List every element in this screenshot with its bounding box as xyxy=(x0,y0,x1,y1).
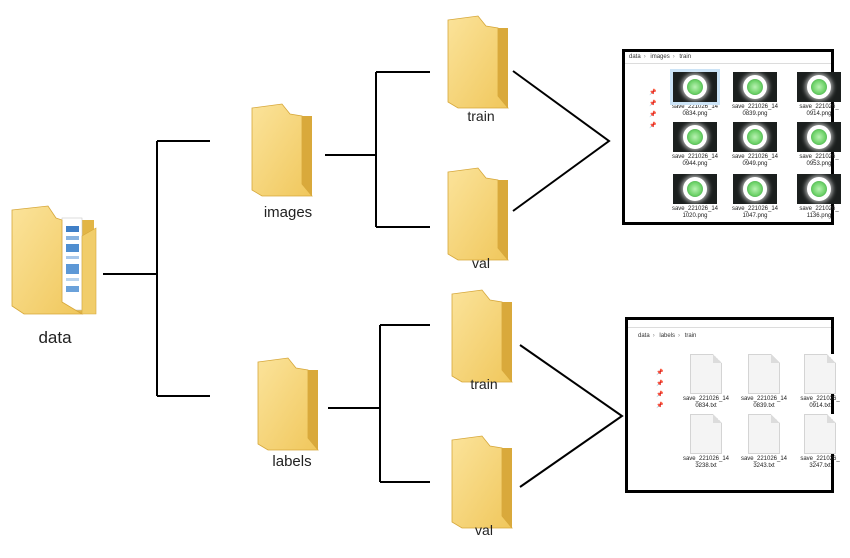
pin-icon[interactable]: 📌 xyxy=(656,392,664,398)
folder-icon-images-val xyxy=(447,167,509,261)
file-item[interactable]: save_221026_14 3238.txt xyxy=(676,414,736,470)
breadcrumb: data› labels› train xyxy=(638,333,697,339)
pin-icon[interactable]: 📌 xyxy=(649,123,657,129)
text-file-icon xyxy=(804,354,836,394)
breadcrumb: data› images› train xyxy=(629,54,692,60)
pin-icon[interactable]: 📌 xyxy=(649,90,657,96)
image-thumbnail xyxy=(797,174,841,204)
image-thumbnail xyxy=(733,72,777,102)
image-thumbnail xyxy=(670,69,720,105)
folder-icon-images-train xyxy=(447,15,509,109)
labels-train-window: data› labels› train 📌 📌 📌 📌 save_221026_… xyxy=(625,317,840,493)
folder-icon-labels-train xyxy=(451,289,513,383)
folder-icon-images xyxy=(251,103,313,197)
breadcrumb-item[interactable]: images xyxy=(650,54,670,60)
quick-access-pins: 📌 📌 📌 📌 xyxy=(656,368,663,412)
label-labels-val: val xyxy=(475,522,493,538)
folder-icon-labels xyxy=(257,357,319,451)
folder-icon-labels-val xyxy=(451,435,513,529)
file-item[interactable]: save_221026_ 1136.png xyxy=(789,174,849,220)
file-item[interactable]: save_221026_14 0834.png xyxy=(665,69,725,118)
image-thumbnail xyxy=(673,174,717,204)
file-item[interactable]: save_221026_ 0914.png xyxy=(789,72,849,118)
file-item[interactable]: save_221026_14 0839.png xyxy=(725,72,785,118)
connector-lines xyxy=(103,70,624,488)
file-item[interactable]: save_221026_ 0914.txt xyxy=(790,354,850,410)
file-item[interactable]: save_221026_ 3247.txt xyxy=(790,414,850,470)
pin-icon[interactable]: 📌 xyxy=(656,381,664,387)
folder-icon-data xyxy=(11,205,97,315)
label-images-val: val xyxy=(472,255,490,271)
file-item[interactable]: save_221026_14 1020.png xyxy=(665,174,725,220)
breadcrumb-item[interactable]: data xyxy=(629,54,641,60)
text-file-icon xyxy=(748,354,780,394)
breadcrumb-item[interactable]: labels xyxy=(659,333,676,339)
text-file-icon xyxy=(748,414,780,454)
pin-icon[interactable]: 📌 xyxy=(649,101,657,107)
pin-icon[interactable]: 📌 xyxy=(656,370,664,376)
file-item[interactable]: save_221026_14 0944.png xyxy=(665,122,725,168)
pin-icon[interactable]: 📌 xyxy=(649,112,657,118)
file-item[interactable]: save_221026_14 1047.png xyxy=(725,174,785,220)
images-train-window: data› images› train 📌 📌 📌 📌 save_221026_… xyxy=(622,49,841,225)
file-item[interactable]: save_221026_14 0949.png xyxy=(725,122,785,168)
label-images: images xyxy=(264,204,312,221)
file-item[interactable]: save_221026_14 0834.txt xyxy=(676,354,736,410)
file-item[interactable]: save_221026_14 0839.txt xyxy=(734,354,794,410)
file-item[interactable]: save_221026_14 3243.txt xyxy=(734,414,794,470)
label-labels: labels xyxy=(272,453,311,470)
text-file-icon xyxy=(690,354,722,394)
label-images-train: train xyxy=(467,108,494,124)
quick-access-pins: 📌 📌 📌 📌 xyxy=(649,88,656,132)
text-file-icon xyxy=(804,414,836,454)
breadcrumb-item[interactable]: train xyxy=(679,54,692,60)
image-thumbnail xyxy=(797,122,841,152)
label-labels-train: train xyxy=(470,376,497,392)
image-thumbnail xyxy=(797,72,841,102)
image-thumbnail xyxy=(733,122,777,152)
file-item[interactable]: save_221026_ 0953.png xyxy=(789,122,849,168)
image-thumbnail xyxy=(733,174,777,204)
text-file-icon xyxy=(690,414,722,454)
breadcrumb-item[interactable]: data xyxy=(638,333,650,339)
image-thumbnail xyxy=(673,122,717,152)
pin-icon[interactable]: 📌 xyxy=(656,403,664,409)
breadcrumb-item[interactable]: train xyxy=(684,333,697,339)
label-data: data xyxy=(38,328,72,347)
